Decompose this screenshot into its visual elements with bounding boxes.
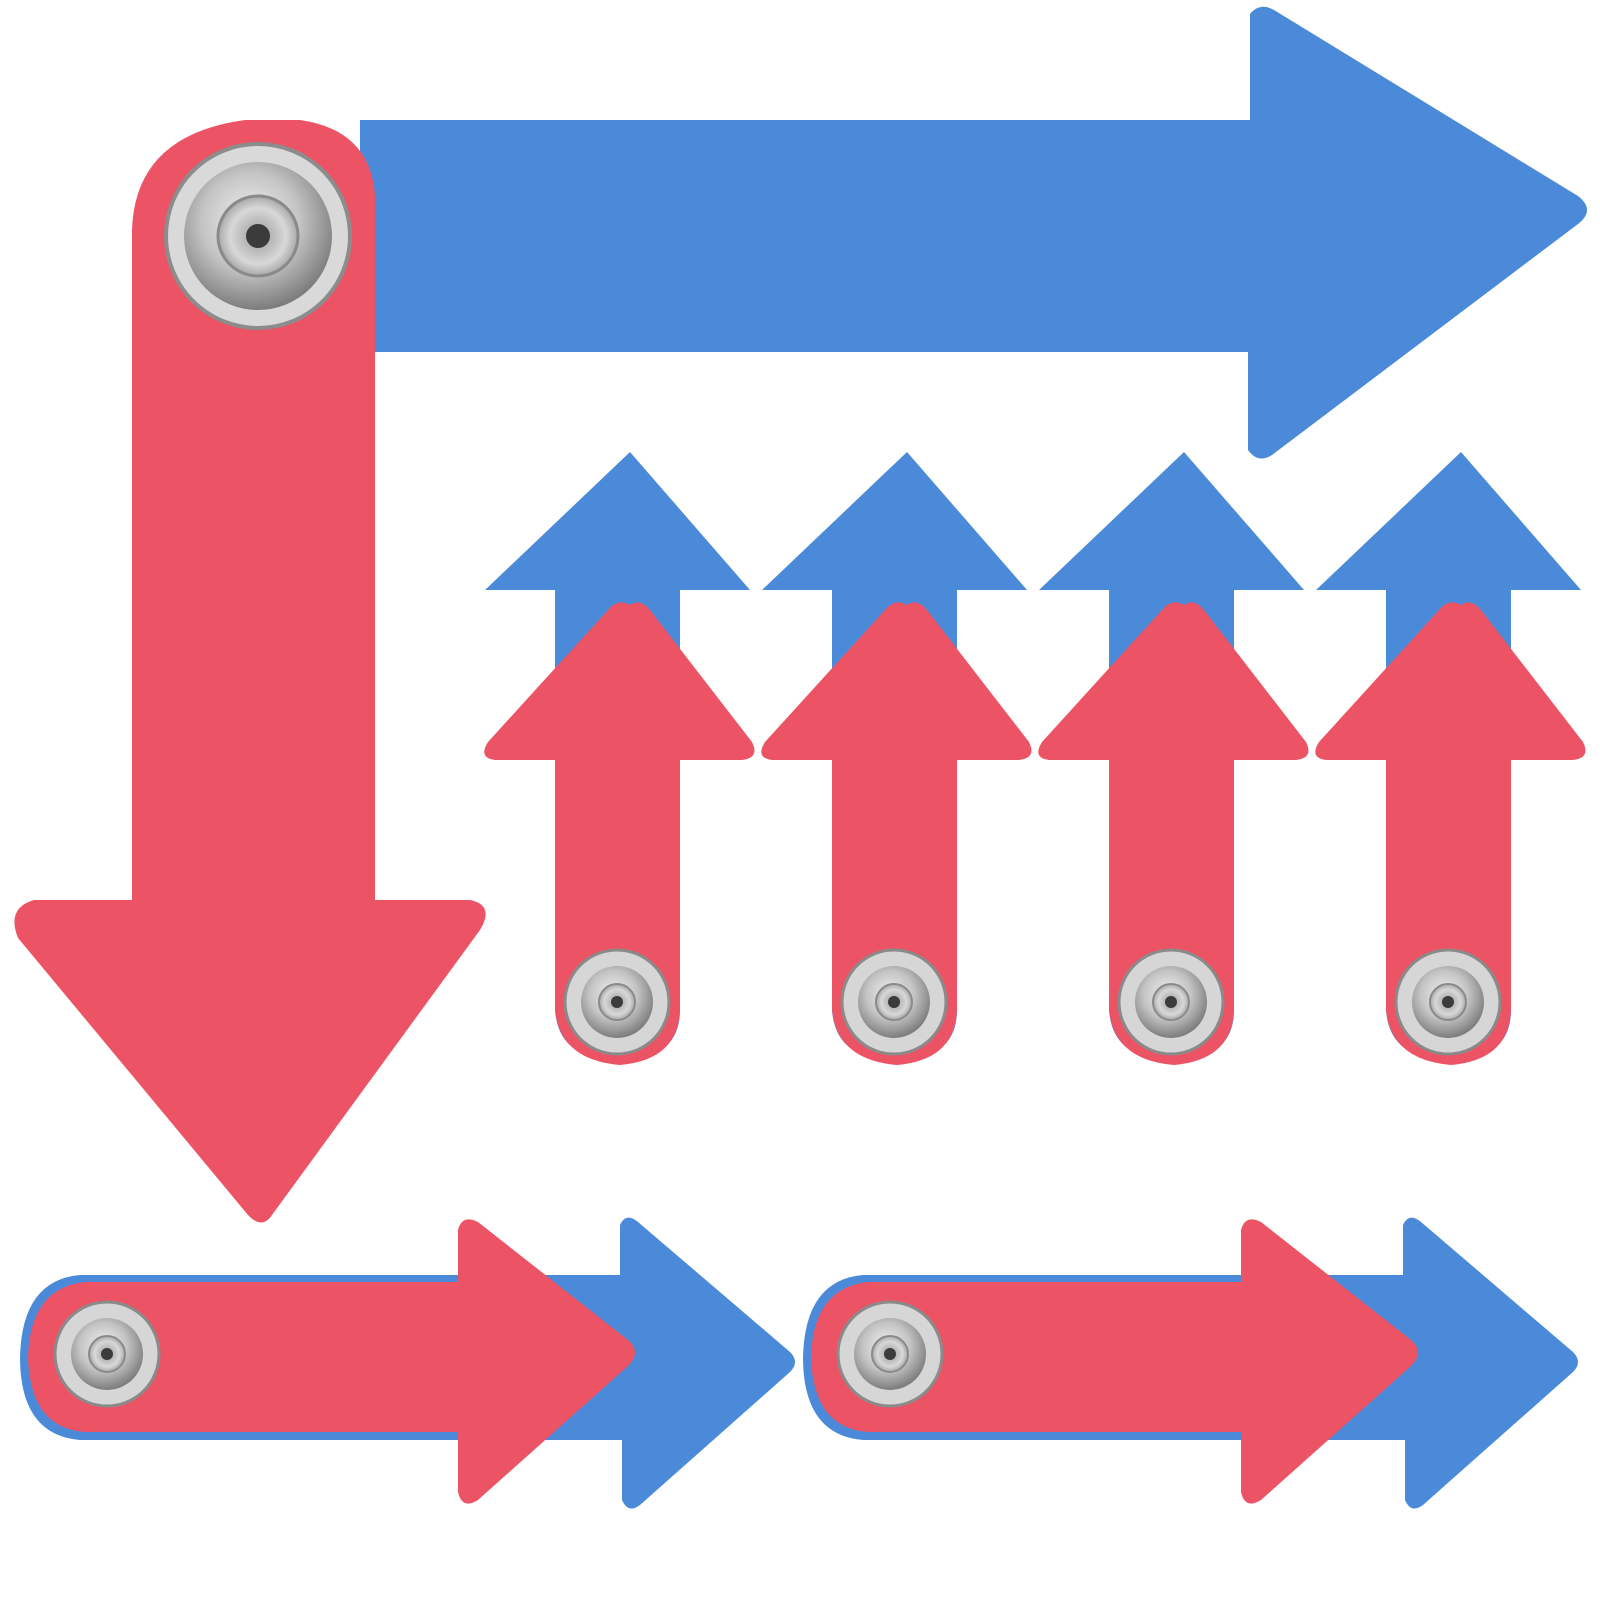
small-pointer-3-rivet bbox=[1117, 948, 1225, 1056]
large-rivet bbox=[164, 142, 352, 330]
large-blue-arrow bbox=[235, 6, 1587, 459]
small-pointer-6 bbox=[803, 1217, 1578, 1509]
small-pointer-5-rivet bbox=[53, 1300, 161, 1408]
small-pointer-2 bbox=[761, 452, 1032, 1065]
small-pointer-2-red-arrow bbox=[761, 602, 1032, 1065]
small-pointer-4 bbox=[1315, 452, 1586, 1065]
large-pointer bbox=[14, 6, 1587, 1223]
small-pointer-4-red-arrow bbox=[1315, 602, 1586, 1065]
small-pointer-1-red-arrow bbox=[484, 602, 755, 1065]
small-pointer-2-rivet bbox=[840, 948, 948, 1056]
small-pointer-1-rivet bbox=[563, 948, 671, 1056]
small-pointer-5 bbox=[20, 1217, 795, 1509]
small-pointer-4-rivet bbox=[1394, 948, 1502, 1056]
small-pointer-3-red-arrow bbox=[1038, 602, 1309, 1065]
small-pointer-6-rivet bbox=[836, 1300, 944, 1408]
small-pointer-1 bbox=[484, 452, 755, 1065]
large-red-arrow bbox=[14, 120, 486, 1223]
small-pointer-3 bbox=[1038, 452, 1309, 1065]
small-pointer-5-red-arrow bbox=[28, 1219, 635, 1504]
small-pointer-6-red-arrow bbox=[811, 1219, 1418, 1504]
